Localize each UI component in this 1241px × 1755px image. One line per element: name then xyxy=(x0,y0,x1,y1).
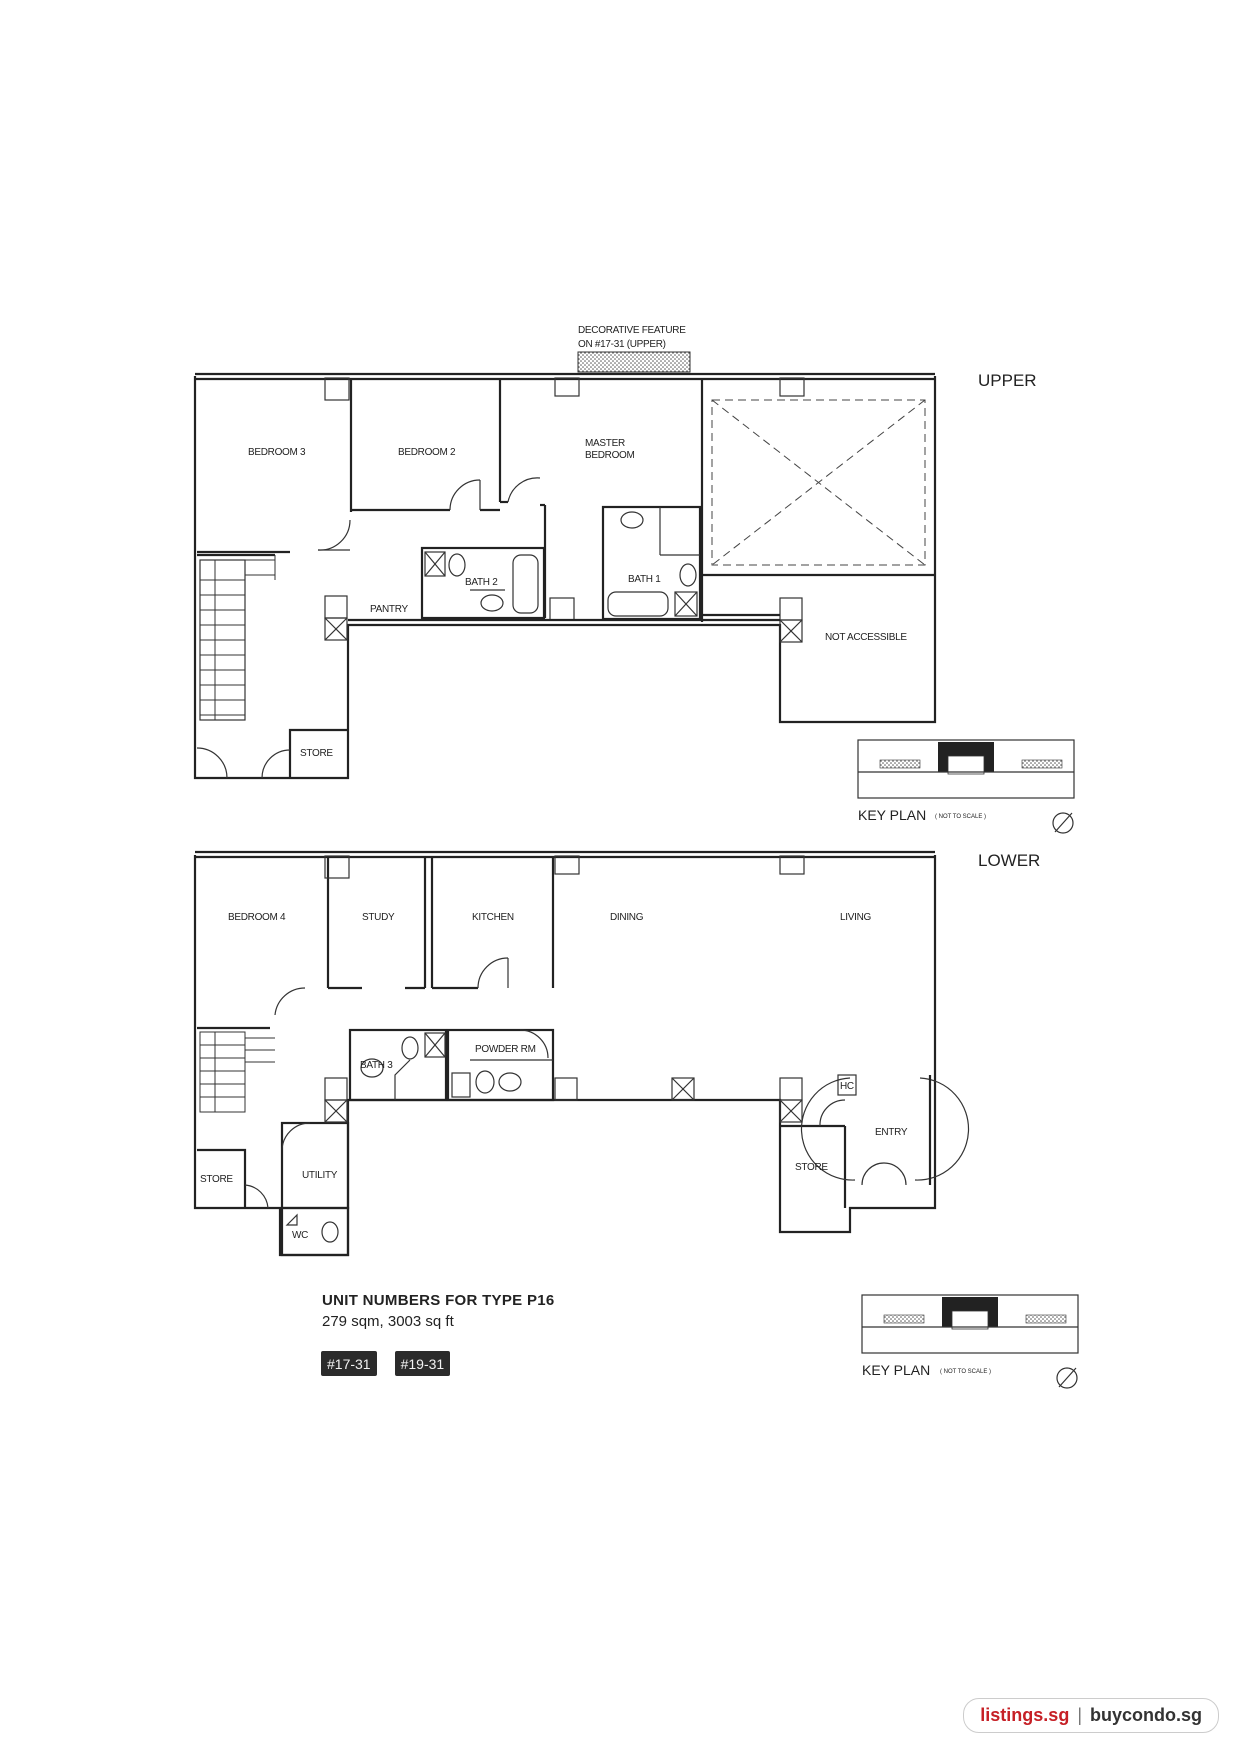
label-wc: WC xyxy=(292,1230,308,1241)
decorative-feature-hatch xyxy=(577,351,691,373)
unit-info: UNIT NUMBERS FOR TYPE P16 279 sqm, 3003 … xyxy=(322,1292,555,1330)
upper-stair xyxy=(200,555,276,720)
upper-key-plan-label: KEY PLAN xyxy=(858,807,926,823)
label-bath-3: BATH 3 xyxy=(360,1060,393,1071)
label-upper-store: STORE xyxy=(300,748,333,759)
footer-link-listings[interactable]: listings.sg xyxy=(980,1705,1070,1725)
label-powder-room: POWDER RM xyxy=(475,1044,536,1055)
label-entry: ENTRY xyxy=(875,1127,908,1138)
lower-north-arrow-icon xyxy=(1056,1367,1078,1389)
lower-level-label: LOWER xyxy=(978,851,1040,870)
label-bath-1: BATH 1 xyxy=(628,574,661,585)
unit-number-badges: #17-31 #19-31 xyxy=(321,1351,451,1376)
label-study: STUDY xyxy=(362,912,395,923)
lower-stair xyxy=(199,1031,275,1113)
footer-brand: listings.sg | buycondo.sg xyxy=(963,1698,1219,1733)
unit-badge: #17-31 xyxy=(321,1351,377,1376)
label-not-accessible: NOT ACCESSIBLE xyxy=(825,632,907,643)
label-pantry: PANTRY xyxy=(370,604,408,615)
unit-size: 279 sqm, 3003 sq ft xyxy=(322,1313,454,1330)
upper-key-plan: KEY PLAN ( NOT TO SCALE ) xyxy=(857,739,1075,834)
upper-key-plan-note: ( NOT TO SCALE ) xyxy=(935,814,986,820)
label-kitchen: KITCHEN xyxy=(472,912,514,923)
upper-floor-plan: DECORATIVE FEATURE ON #17-31 (UPPER) xyxy=(193,325,1037,780)
label-hc: HC xyxy=(840,1081,854,1092)
label-master-bedroom-line2: BEDROOM xyxy=(585,450,635,461)
label-bedroom-2: BEDROOM 2 xyxy=(398,447,456,458)
label-bedroom-3: BEDROOM 3 xyxy=(248,447,306,458)
decorative-feature-note-line2: ON #17-31 (UPPER) xyxy=(578,339,666,350)
lower-key-plan-note: ( NOT TO SCALE ) xyxy=(940,1369,991,1375)
footer-link-buycondo[interactable]: buycondo.sg xyxy=(1090,1705,1202,1725)
label-dining: DINING xyxy=(610,912,644,923)
upper-level-label: UPPER xyxy=(978,371,1037,390)
upper-north-arrow-icon xyxy=(1052,812,1074,834)
label-utility: UTILITY xyxy=(302,1170,338,1181)
label-bath-2: BATH 2 xyxy=(465,577,498,588)
label-lower-store-left: STORE xyxy=(200,1174,233,1185)
footer-separator: | xyxy=(1077,1705,1082,1725)
lower-key-plan-label: KEY PLAN xyxy=(862,1362,930,1378)
unit-badge: #19-31 xyxy=(394,1351,451,1376)
decorative-feature-note-line1: DECORATIVE FEATURE xyxy=(578,325,686,336)
label-lower-store-right: STORE xyxy=(795,1162,828,1173)
label-bedroom-4: BEDROOM 4 xyxy=(228,912,286,923)
lower-key-plan: KEY PLAN ( NOT TO SCALE ) xyxy=(861,1294,1079,1389)
label-living: LIVING xyxy=(840,912,872,923)
label-master-bedroom-line1: MASTER xyxy=(585,438,625,449)
lower-floor-plan: BEDROOM 4 STUDY KITCHEN DINING LIVING BA… xyxy=(193,850,1040,1257)
unit-type-title: UNIT NUMBERS FOR TYPE P16 xyxy=(322,1292,555,1309)
